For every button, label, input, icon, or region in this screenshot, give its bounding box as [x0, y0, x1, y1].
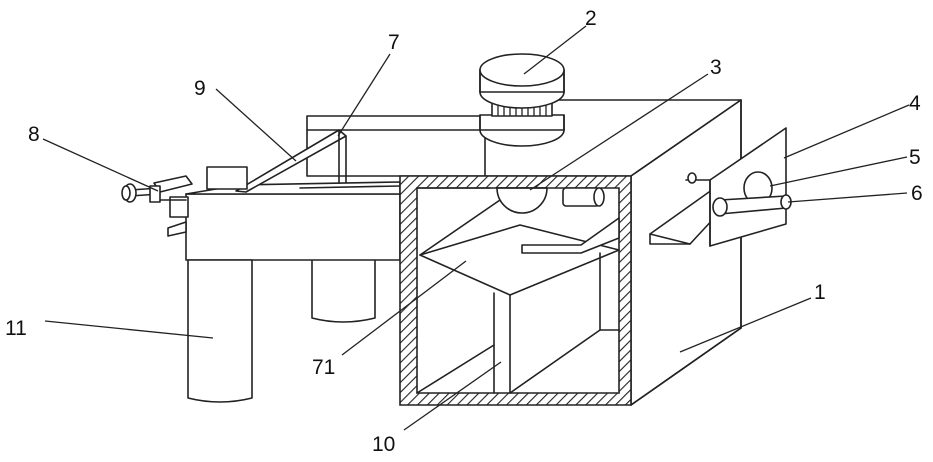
- callout-9: 9: [194, 77, 206, 100]
- callout-1: 1: [814, 281, 826, 304]
- callout-8: 8: [28, 123, 40, 146]
- callout-7: 7: [388, 31, 400, 54]
- callout-2: 2: [585, 7, 597, 30]
- callout-10: 10: [372, 433, 395, 456]
- leader-6: [788, 193, 907, 202]
- leader-4: [784, 105, 909, 158]
- callout-11: 11: [5, 317, 27, 340]
- callout-6: 6: [911, 182, 923, 205]
- callout-4: 4: [909, 92, 921, 115]
- interior-parts: [417, 188, 619, 393]
- callout-71: 71: [312, 356, 335, 379]
- top-pulley: [480, 54, 564, 146]
- callout-5: 5: [909, 146, 921, 169]
- leader-8: [43, 139, 158, 191]
- callout-3: 3: [710, 56, 722, 79]
- rear-leg: [312, 255, 375, 322]
- rear-frame: [307, 116, 485, 176]
- front-leg: [188, 260, 252, 402]
- leader-9: [216, 89, 296, 161]
- leader-5: [770, 157, 907, 186]
